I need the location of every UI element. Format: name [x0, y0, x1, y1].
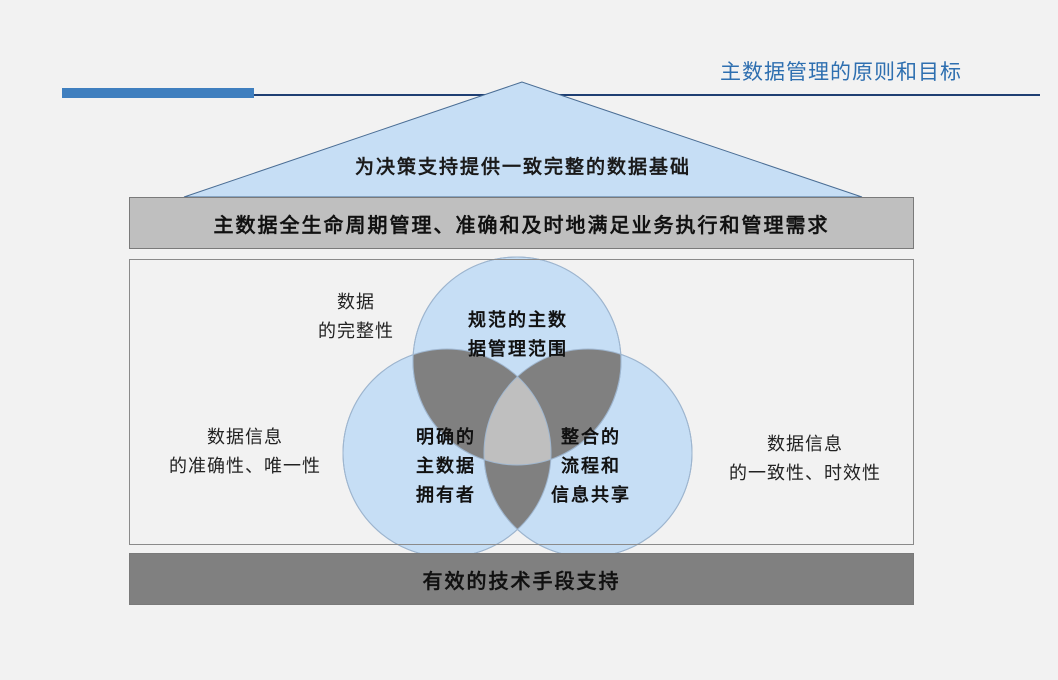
label-consistency-timeliness: 数据信息 的一致性、时效性	[729, 434, 881, 484]
circle-label-left: 明确的 主数据 拥有者	[416, 427, 476, 506]
bottom-support-band: 有效的技术手段支持	[129, 553, 914, 605]
top-principle-text: 主数据全生命周期管理、准确和及时地满足业务执行和管理需求	[213, 212, 830, 237]
page-title: 主数据管理的原则和目标	[720, 60, 962, 84]
circle-label-right: 整合的 流程和 信息共享	[551, 427, 631, 506]
label-accuracy-uniqueness: 数据信息 的准确性、唯一性	[169, 427, 321, 477]
title-accent-bar	[62, 88, 254, 98]
top-principle-band: 主数据全生命周期管理、准确和及时地满足业务执行和管理需求	[129, 197, 914, 249]
roof-goal-text: 为决策支持提供一致完整的数据基础	[354, 156, 691, 178]
venn-frame	[129, 259, 914, 545]
circle-label-top: 规范的主数 据管理范围	[468, 310, 568, 360]
bottom-support-text: 有效的技术手段支持	[422, 568, 621, 593]
overlap-center	[484, 349, 551, 465]
label-completeness: 数据 的完整性	[318, 292, 394, 342]
